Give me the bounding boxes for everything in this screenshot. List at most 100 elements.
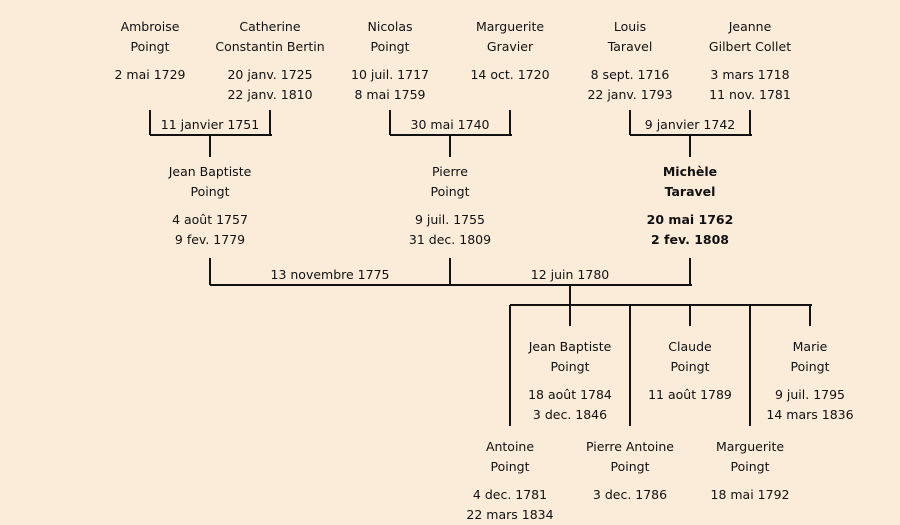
person-dates: 4 août 1757 9 fev. 1779 — [135, 210, 285, 250]
connector-line — [449, 258, 451, 285]
marriage-date: 13 novembre 1775 — [270, 267, 390, 282]
person-last-name: Poingt — [730, 459, 770, 474]
birth-date: 3 mars 1718 — [710, 67, 790, 82]
person-last-name: Poingt — [190, 184, 230, 199]
birth-date: 9 juil. 1755 — [414, 212, 486, 227]
person-dates: 4 dec. 1781 22 mars 1834 — [435, 485, 585, 525]
connector-line — [629, 305, 631, 426]
connector-line — [209, 135, 211, 157]
person-first-name: Jean Baptiste — [528, 339, 612, 354]
person-dates: 9 juil. 1755 31 dec. 1809 — [375, 210, 525, 250]
person-first-name: Catherine — [239, 19, 301, 34]
death-date: 31 dec. 1809 — [408, 232, 492, 247]
person-dates: 11 août 1789 — [615, 385, 765, 405]
person-last-name: Taravel — [664, 184, 716, 199]
birth-date: 11 août 1789 — [648, 387, 732, 402]
death-date: 22 janv. 1810 — [227, 87, 313, 102]
person-first-name: Claude — [668, 339, 712, 354]
connector-line — [510, 304, 812, 306]
birth-date: 3 dec. 1786 — [592, 487, 668, 502]
person-last-name: Poingt — [790, 359, 830, 374]
person-last-name: Taravel — [607, 39, 653, 54]
birth-date: 20 mai 1762 — [646, 212, 734, 227]
birth-date: 4 dec. 1781 — [472, 487, 548, 502]
connector-line — [150, 134, 272, 136]
connector-line — [269, 110, 271, 135]
person-last-name: Poingt — [130, 39, 170, 54]
person-first-name: Antoine — [485, 439, 535, 454]
person-dates: 18 mai 1792 — [675, 485, 825, 505]
connector-line — [569, 305, 571, 326]
person-dates: 3 dec. 1786 — [555, 485, 705, 505]
birth-date: 20 janv. 1725 — [227, 67, 313, 82]
person-dates: 2 mai 1729 — [75, 65, 225, 85]
marriage-date: 11 janvier 1751 — [160, 117, 260, 132]
person-last-name: Poingt — [430, 184, 470, 199]
connector-line — [689, 135, 691, 157]
connector-line — [449, 135, 451, 157]
connector-line — [689, 305, 691, 326]
connector-line — [389, 110, 391, 135]
person-first-name: Pierre Antoine — [586, 439, 674, 454]
marriage-date: 12 juin 1780 — [530, 267, 610, 282]
person-last-name: Constantin Bertin — [215, 39, 325, 54]
person-last-name: Poingt — [370, 39, 410, 54]
birth-date: 14 oct. 1720 — [470, 67, 550, 82]
person-dates: 3 mars 1718 11 nov. 1781 — [675, 65, 825, 105]
person-first-name: Jean Baptiste — [168, 164, 252, 179]
connector-line — [210, 284, 692, 286]
person-last-name: Gravier — [486, 39, 534, 54]
connector-line — [509, 305, 511, 426]
birth-date: 2 mai 1729 — [114, 67, 186, 82]
person-dates: 20 mai 1762 2 fev. 1808 — [615, 210, 765, 250]
marriage-date: 30 mai 1740 — [410, 117, 490, 132]
person-last-name: Poingt — [670, 359, 710, 374]
person-first-name: Ambroise — [120, 19, 180, 34]
death-date: 11 nov. 1781 — [709, 87, 791, 102]
birth-date: 18 mai 1792 — [710, 487, 790, 502]
connector-line — [749, 110, 751, 135]
person-first-name: Marguerite — [715, 439, 785, 454]
person-first-name: Marie — [792, 339, 828, 354]
birth-date: 10 juil. 1717 — [351, 67, 429, 82]
death-date: 2 fev. 1808 — [651, 232, 729, 247]
person-last-name: Gilbert Collet — [708, 39, 792, 54]
connector-line — [390, 134, 512, 136]
connector-line — [569, 285, 571, 305]
death-date: 9 fev. 1779 — [174, 232, 246, 247]
connector-line — [629, 110, 631, 135]
connector-line — [809, 305, 811, 326]
connector-line — [689, 258, 691, 285]
person-dates: 20 janv. 1725 22 janv. 1810 — [195, 65, 345, 105]
person-last-name: Poingt — [610, 459, 650, 474]
person-first-name: Michèle — [662, 164, 718, 179]
birth-date: 4 août 1757 — [172, 212, 248, 227]
death-date: 22 janv. 1793 — [587, 87, 673, 102]
person-first-name: Jeanne — [728, 19, 772, 34]
person-first-name: Pierre — [432, 164, 468, 179]
death-date: 22 mars 1834 — [466, 507, 554, 522]
birth-date: 18 août 1784 — [528, 387, 612, 402]
connector-line — [749, 305, 751, 426]
connector-line — [630, 134, 752, 136]
connector-line — [209, 258, 211, 285]
person-last-name: Poingt — [550, 359, 590, 374]
